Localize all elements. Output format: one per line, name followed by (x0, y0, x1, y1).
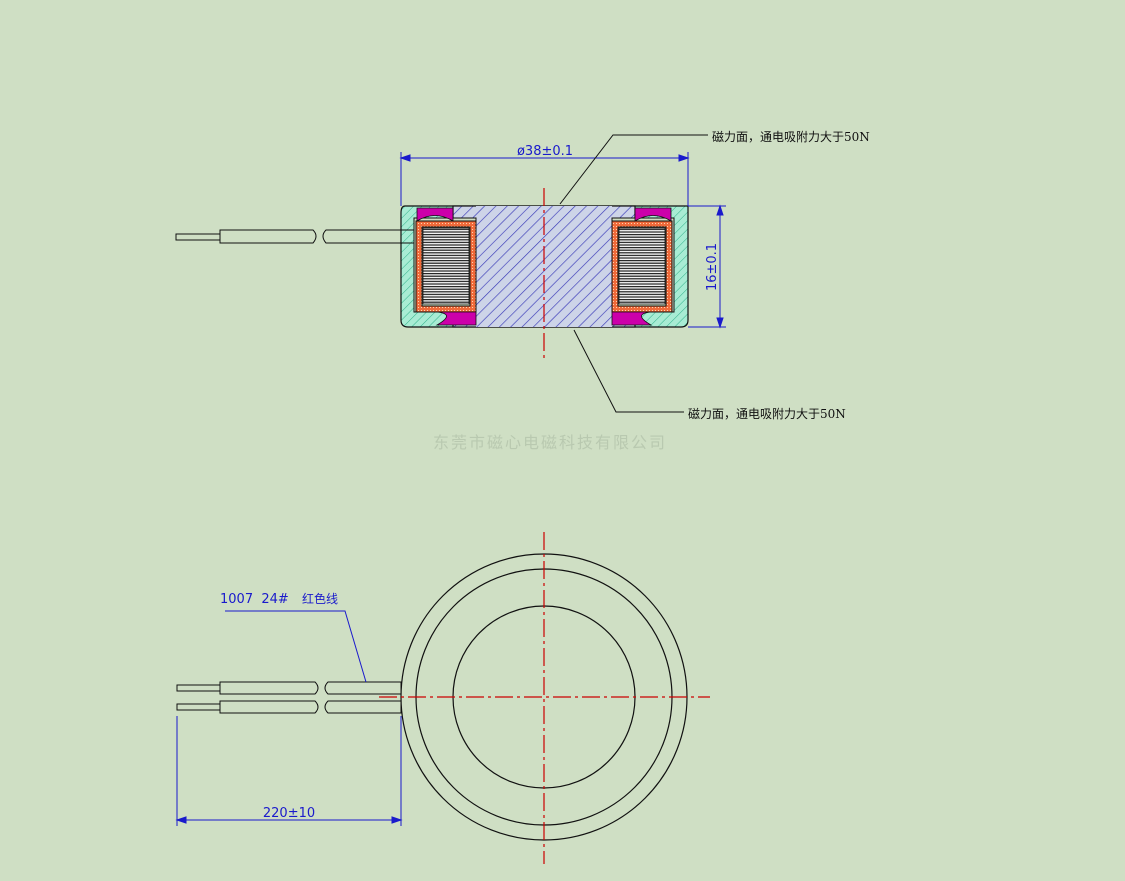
top-view: 1007 24# 红色线 220±10 (175, 532, 710, 864)
wire-spec-leader (225, 610, 367, 683)
section-lead-wire (175, 229, 415, 244)
left-bottom-seal (435, 311, 477, 326)
lead-length-label: 220±10 (263, 806, 315, 821)
wire-spec: 1007 24# (220, 592, 289, 607)
section-view: ø38±0.1 16±0.1 磁力面，通电吸附力大于50N 磁力面，通电吸附力大… (175, 129, 870, 421)
company-watermark: 东莞市磁心电磁科技有限公司 (433, 433, 667, 452)
bottom-note: 磁力面，通电吸附力大于50N (688, 406, 846, 421)
left-coil-assembly (413, 207, 477, 326)
height-label: 16±0.1 (705, 243, 720, 291)
top-note: 磁力面，通电吸附力大于50N (712, 129, 870, 144)
right-bottom-seal (611, 311, 653, 326)
diameter-label: ø38±0.1 (517, 144, 573, 159)
diameter-dimension (399, 152, 690, 206)
wire-color: 红色线 (302, 591, 338, 606)
left-top-seal (416, 207, 454, 222)
lead-length-dimension (175, 716, 403, 826)
top-note-leader (559, 134, 708, 205)
bottom-note-leader (573, 329, 684, 413)
right-top-seal (634, 207, 672, 222)
right-coil-assembly (611, 207, 675, 326)
top-view-lead-wires (176, 681, 402, 714)
height-dimension (688, 204, 726, 329)
